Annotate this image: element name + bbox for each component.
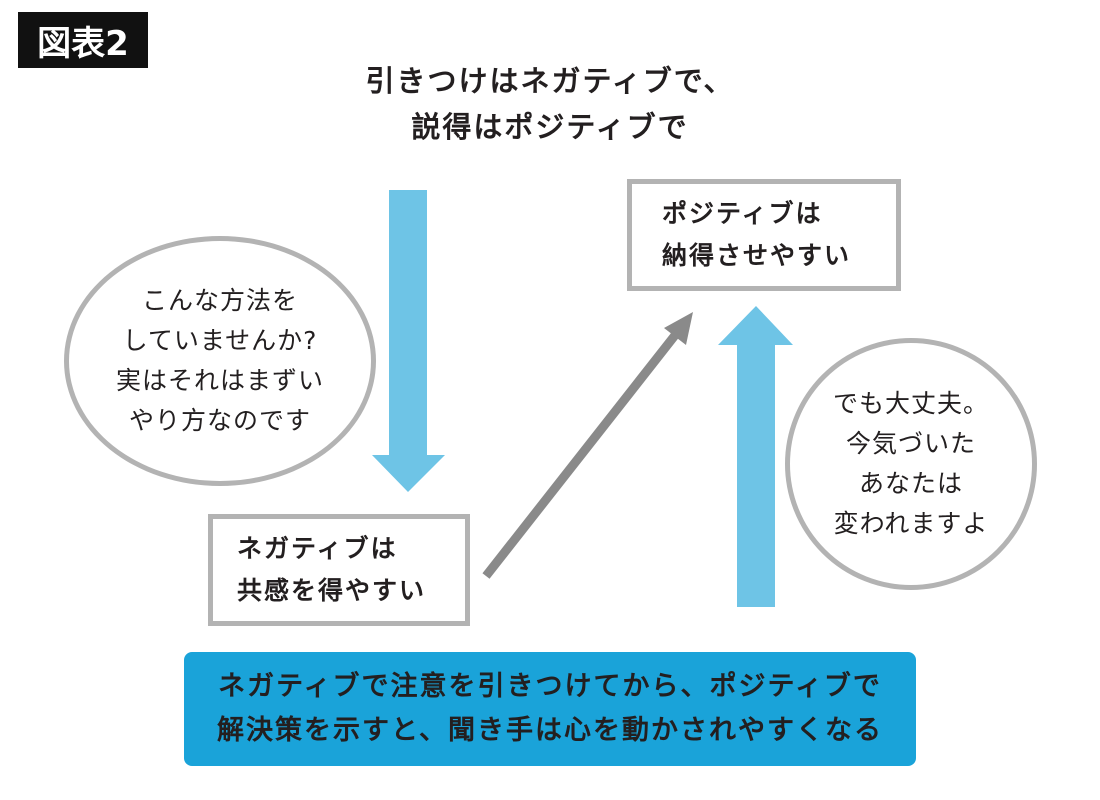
bubble-line: でも大丈夫。 [832, 389, 989, 418]
headline: 引きつけはネガティブで、 説得はポジティブで [250, 58, 850, 150]
bubble-line: こんな方法を [141, 286, 298, 315]
banner-line: 解決策を示すと、聞き手は心を動かされやすくなる [217, 715, 883, 746]
box-line: 納得させやすい [662, 241, 852, 270]
left-speech-bubble: こんな方法を していませんか? 実はそれはまずい やり方なのです [64, 236, 376, 486]
down-arrow [372, 190, 445, 492]
box-line: ポジティブは [662, 199, 823, 228]
right-speech-bubble: でも大丈夫。 今気づいた あなたは 変われますよ [785, 338, 1037, 590]
bubble-line: していませんか? [122, 326, 318, 355]
negative-box: ネガティブは 共感を得やすい [208, 514, 470, 626]
headline-line: 引きつけはネガティブで、 [365, 64, 735, 98]
box-line: ネガティブは [237, 534, 398, 563]
diagonal-arrow-shaft [482, 331, 680, 579]
box-line: 共感を得やすい [237, 576, 427, 605]
banner-line: ネガティブで注意を引きつけてから、ポジティブで [218, 671, 882, 702]
bubble-line: あなたは [858, 469, 963, 498]
positive-box: ポジティブは 納得させやすい [627, 179, 901, 291]
headline-line: 説得はポジティブで [411, 110, 689, 144]
diagonal-arrow-head [664, 312, 693, 345]
summary-banner: ネガティブで注意を引きつけてから、ポジティブで 解決策を示すと、聞き手は心を動か… [184, 652, 916, 766]
bubble-line: やり方なのです [128, 406, 311, 435]
bubble-line: 今気づいた [845, 429, 976, 458]
bubble-line: 変われますよ [833, 509, 989, 538]
bubble-line: 実はそれはまずい [115, 366, 324, 395]
up-arrow [718, 306, 793, 607]
figure-label: 図表2 [18, 12, 148, 68]
